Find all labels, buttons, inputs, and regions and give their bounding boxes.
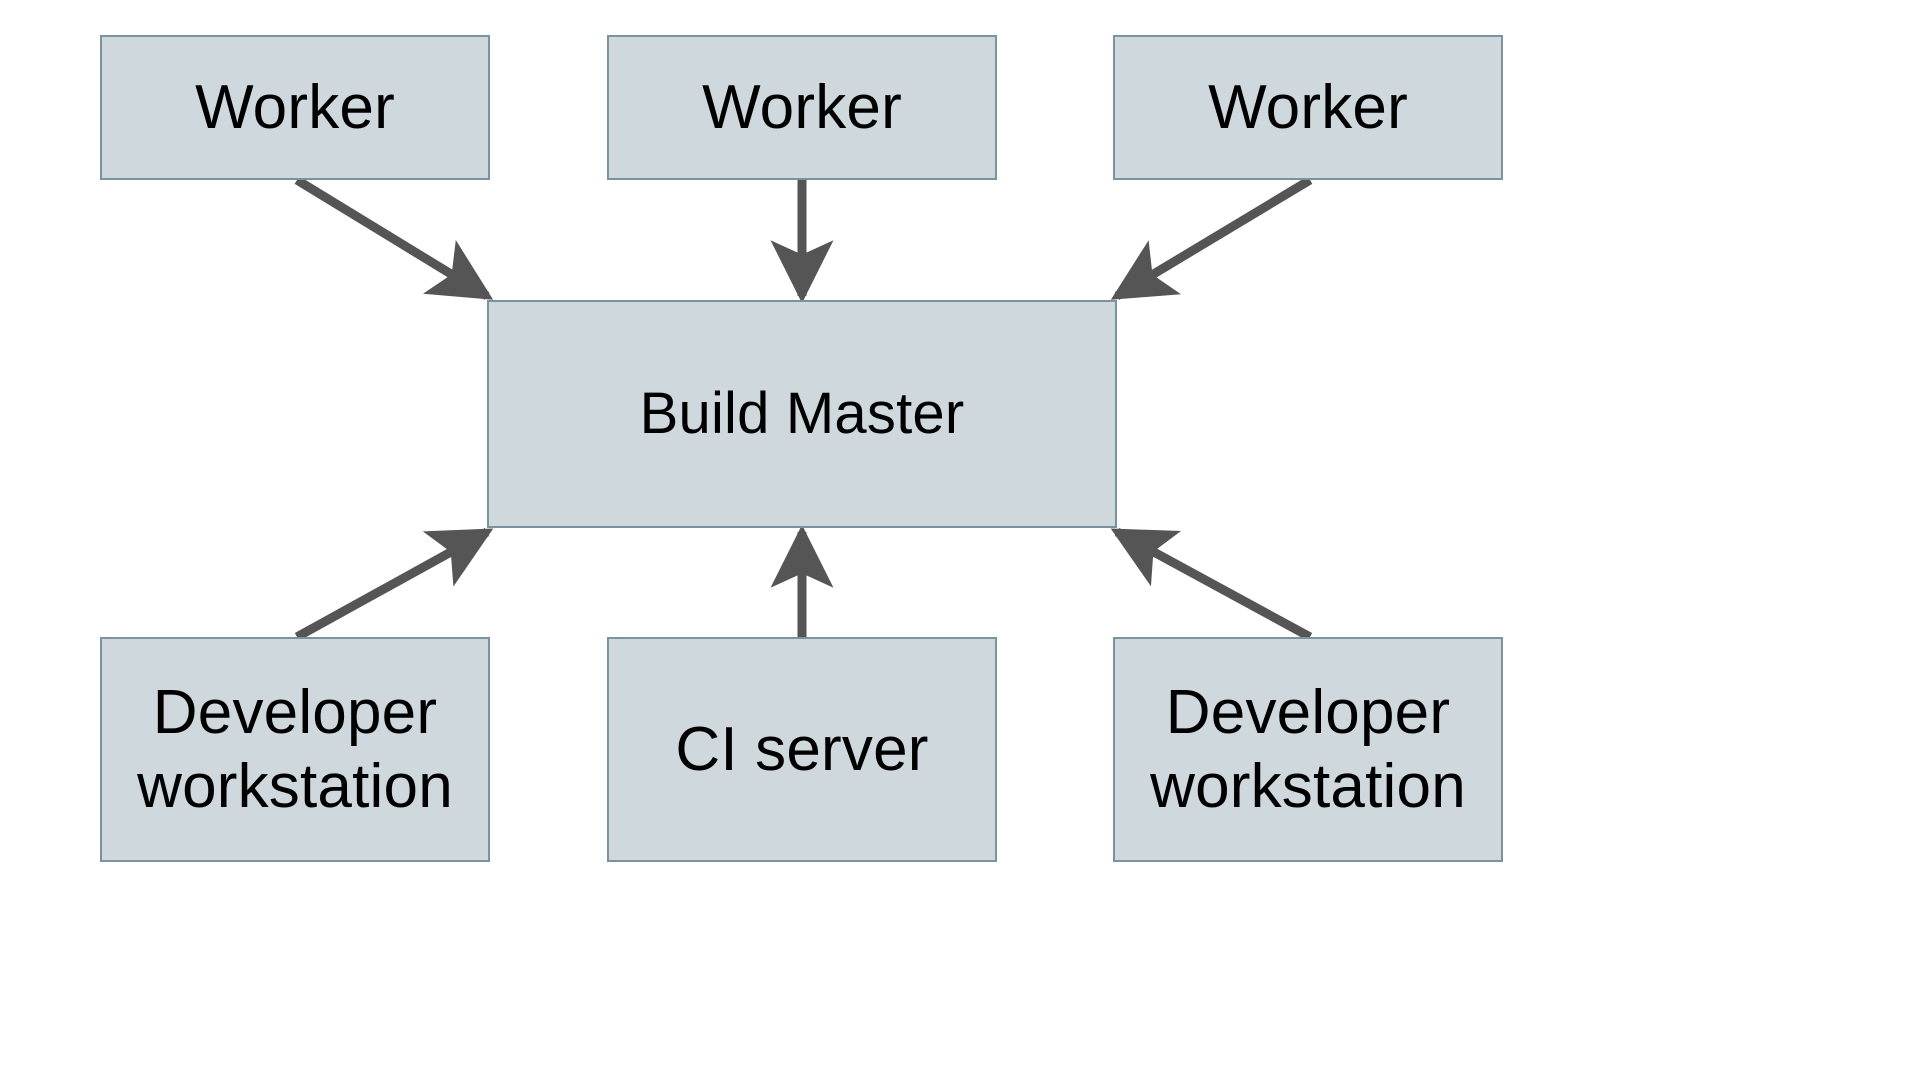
node-worker-2[interactable]: Worker: [607, 35, 997, 180]
node-developer-workstation-2[interactable]: Developer workstation: [1113, 637, 1503, 862]
node-ci-server[interactable]: CI server: [607, 637, 997, 862]
node-label-ci-server: CI server: [675, 714, 929, 784]
node-label-build-master: Build Master: [639, 380, 965, 446]
node-label-developer-workstation-2: Developer workstation: [1150, 678, 1466, 821]
node-label-worker-3: Worker: [1208, 72, 1408, 142]
edge-worker-1-to-build-master: [294, 176, 494, 300]
node-label-worker-2: Worker: [702, 72, 902, 142]
node-label-worker-1: Worker: [195, 72, 395, 142]
node-worker-3[interactable]: Worker: [1113, 35, 1503, 180]
node-developer-workstation-1[interactable]: Developer workstation: [100, 637, 490, 862]
edge-developer-workstation-1-to-build-master: [294, 528, 494, 641]
node-build-master[interactable]: Build Master: [487, 300, 1117, 528]
node-label-developer-workstation-1: Developer workstation: [137, 678, 453, 821]
edge-developer-workstation-2-to-build-master: [1110, 528, 1313, 641]
node-worker-1[interactable]: Worker: [100, 35, 490, 180]
edge-worker-3-to-build-master: [1110, 176, 1313, 300]
